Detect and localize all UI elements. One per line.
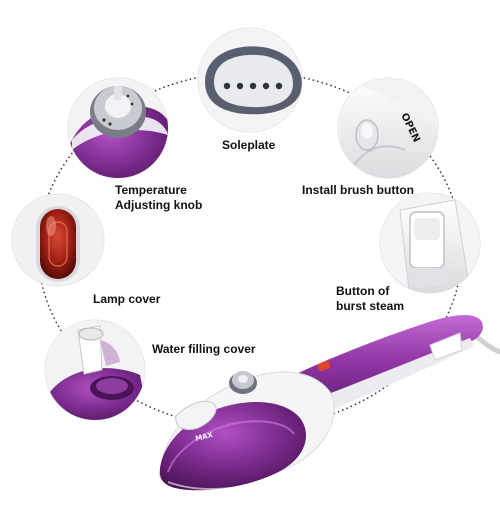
install-brush-label: Install brush button [302,183,414,198]
lamp-cover-detail [11,193,105,287]
burst-steam-button-detail [379,192,481,294]
install-brush-button-detail [337,77,439,179]
button-of-text: Button of [336,284,390,298]
burst-steam-label: Button of burst steam [336,284,404,314]
install-brush-text: Install brush button [302,183,414,197]
lamp-cover-label: Lamp cover [93,292,160,307]
temperature-knob-label: Temperature Adjusting knob [115,183,202,213]
lamp-cover-text: Lamp cover [93,292,161,306]
burst-steam-text: burst steam [336,299,405,313]
adjusting-knob-text: Adjusting knob [115,198,203,212]
water-filling-cover-detail [44,319,146,421]
temperature-text: Temperature [115,183,187,197]
temperature-knob-detail [67,77,169,179]
water-filling-label: Water filling cover [152,342,256,357]
soleplate-label: Soleplate [222,138,275,153]
soleplate-text: Soleplate [222,138,276,152]
steamer-main [159,315,500,491]
soleplate-detail [197,27,303,133]
water-filling-text: Water filling cover [152,342,256,356]
